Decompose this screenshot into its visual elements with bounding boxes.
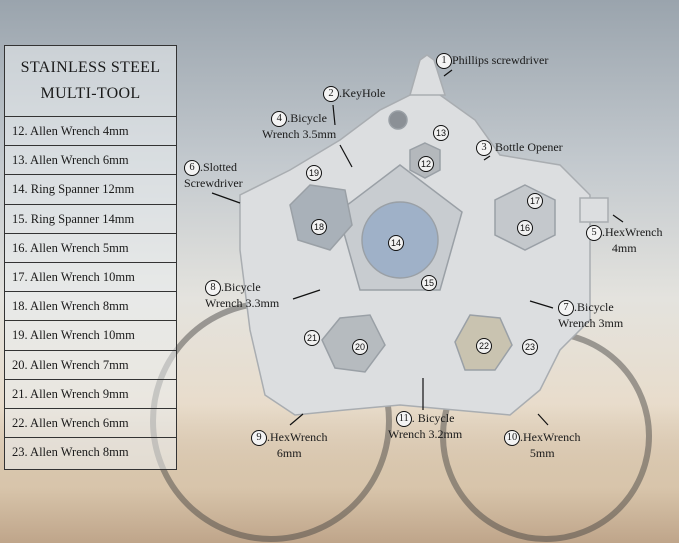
spec-row: 14. Ring Spanner 12mm bbox=[5, 175, 176, 205]
callout-label-line2: 5mm bbox=[529, 446, 555, 461]
callout-label: . Bicycle bbox=[411, 411, 455, 425]
callout-label: .HexWrench bbox=[602, 225, 663, 239]
callout-bottle-opener: 3 Bottle Opener bbox=[476, 140, 563, 157]
callout-label: .Bicycle bbox=[574, 300, 614, 314]
marker-19: 19 bbox=[306, 165, 322, 181]
spec-row: 15. Ring Spanner 14mm bbox=[5, 205, 176, 234]
callout-label: .HexWrench bbox=[520, 430, 581, 444]
spec-row: 20. Allen Wrench 7mm bbox=[5, 351, 176, 380]
callout-number: 8 bbox=[205, 280, 221, 297]
hex-wrench-4mm-bit bbox=[579, 197, 609, 223]
callout-label-line2: Wrench 3.5mm bbox=[262, 127, 337, 142]
callout-hex-wrench-6mm: 9.HexWrench 6mm bbox=[251, 430, 328, 461]
callout-hex-wrench-4mm: 5.HexWrench 4mm bbox=[586, 225, 663, 256]
callout-label: Phillips screwdriver bbox=[452, 53, 549, 67]
spec-row: 12. Allen Wrench 4mm bbox=[5, 117, 176, 147]
callout-label-line2: Wrench 3mm bbox=[558, 316, 624, 331]
marker-17: 17 bbox=[527, 193, 543, 209]
callout-label: Bottle Opener bbox=[495, 140, 563, 154]
spec-row: 19. Allen Wrench 10mm bbox=[5, 321, 176, 351]
callout-hex-wrench-5mm: 10.HexWrench 5mm bbox=[504, 430, 581, 461]
callout-bicycle-wrench-3: 7.Bicycle Wrench 3mm bbox=[558, 300, 623, 331]
marker-15: 15 bbox=[421, 275, 437, 291]
spec-row: 18. Allen Wrench 8mm bbox=[5, 292, 176, 322]
spec-row: 13. Allen Wrench 6mm bbox=[5, 146, 176, 176]
callout-number: 9 bbox=[251, 430, 267, 447]
callout-number: 5 bbox=[586, 225, 602, 242]
callout-bicycle-wrench-3-3: 8.Bicycle Wrench 3.3mm bbox=[205, 280, 279, 311]
callout-label-line2: 6mm bbox=[276, 446, 302, 461]
spec-row: 21. Allen Wrench 9mm bbox=[5, 380, 176, 409]
callout-label-line2: 4mm bbox=[611, 241, 637, 256]
callout-number: 1 bbox=[436, 53, 452, 70]
callout-label: .Bicycle bbox=[287, 111, 327, 125]
callout-label: .HexWrench bbox=[267, 430, 328, 444]
marker-18: 18 bbox=[311, 219, 327, 235]
callout-label-line2: Wrench 3.2mm bbox=[388, 427, 463, 442]
callout-number: 6 bbox=[184, 160, 200, 177]
keyhole bbox=[388, 110, 408, 130]
spec-table: STAINLESS STEEL MULTI-TOOL 12. Allen Wre… bbox=[4, 45, 177, 470]
marker-21: 21 bbox=[304, 330, 320, 346]
callout-number: 2 bbox=[323, 86, 339, 103]
hex-hole-left bbox=[289, 184, 353, 251]
callout-keyhole: 2.KeyHole bbox=[323, 86, 386, 103]
spec-row: 17. Allen Wrench 10mm bbox=[5, 263, 176, 293]
callout-number: 10 bbox=[504, 430, 520, 447]
title-line-2: MULTI-TOOL bbox=[40, 85, 141, 102]
callout-bicycle-wrench-3-5: 4.Bicycle Wrench 3.5mm bbox=[262, 111, 336, 142]
callout-slotted-screwdriver: 6.Slotted Screwdriver bbox=[184, 160, 243, 191]
tool-phillips-tip bbox=[409, 54, 447, 96]
spec-table-title: STAINLESS STEEL MULTI-TOOL bbox=[5, 46, 176, 117]
callout-number: 4 bbox=[271, 111, 288, 128]
title-line-1: STAINLESS STEEL bbox=[20, 59, 161, 76]
callout-bicycle-wrench-3-2: 11. Bicycle Wrench 3.2mm bbox=[388, 411, 462, 442]
marker-22: 22 bbox=[476, 338, 492, 354]
callout-label: .Slotted bbox=[200, 160, 238, 174]
callout-label-line2: Wrench 3.3mm bbox=[205, 296, 280, 311]
spec-row: 23. Allen Wrench 8mm bbox=[12, 445, 129, 460]
spec-row: 16. Allen Wrench 5mm bbox=[5, 234, 176, 263]
callout-number: 7 bbox=[558, 300, 574, 317]
callout-number: 11 bbox=[395, 411, 412, 428]
marker-14: 14 bbox=[388, 235, 404, 251]
callout-label-line2: Screwdriver bbox=[184, 176, 243, 191]
marker-20: 20 bbox=[352, 339, 368, 355]
spec-row: 22. Allen Wrench 6mm bbox=[5, 409, 176, 439]
marker-23: 23 bbox=[522, 339, 538, 355]
callout-number: 3 bbox=[476, 140, 492, 157]
callout-label: .KeyHole bbox=[339, 86, 386, 100]
hex-hole-right bbox=[494, 184, 556, 251]
marker-12: 12 bbox=[418, 156, 434, 172]
callout-label: .Bicycle bbox=[221, 280, 261, 294]
marker-13: 13 bbox=[433, 125, 449, 141]
marker-16: 16 bbox=[517, 220, 533, 236]
